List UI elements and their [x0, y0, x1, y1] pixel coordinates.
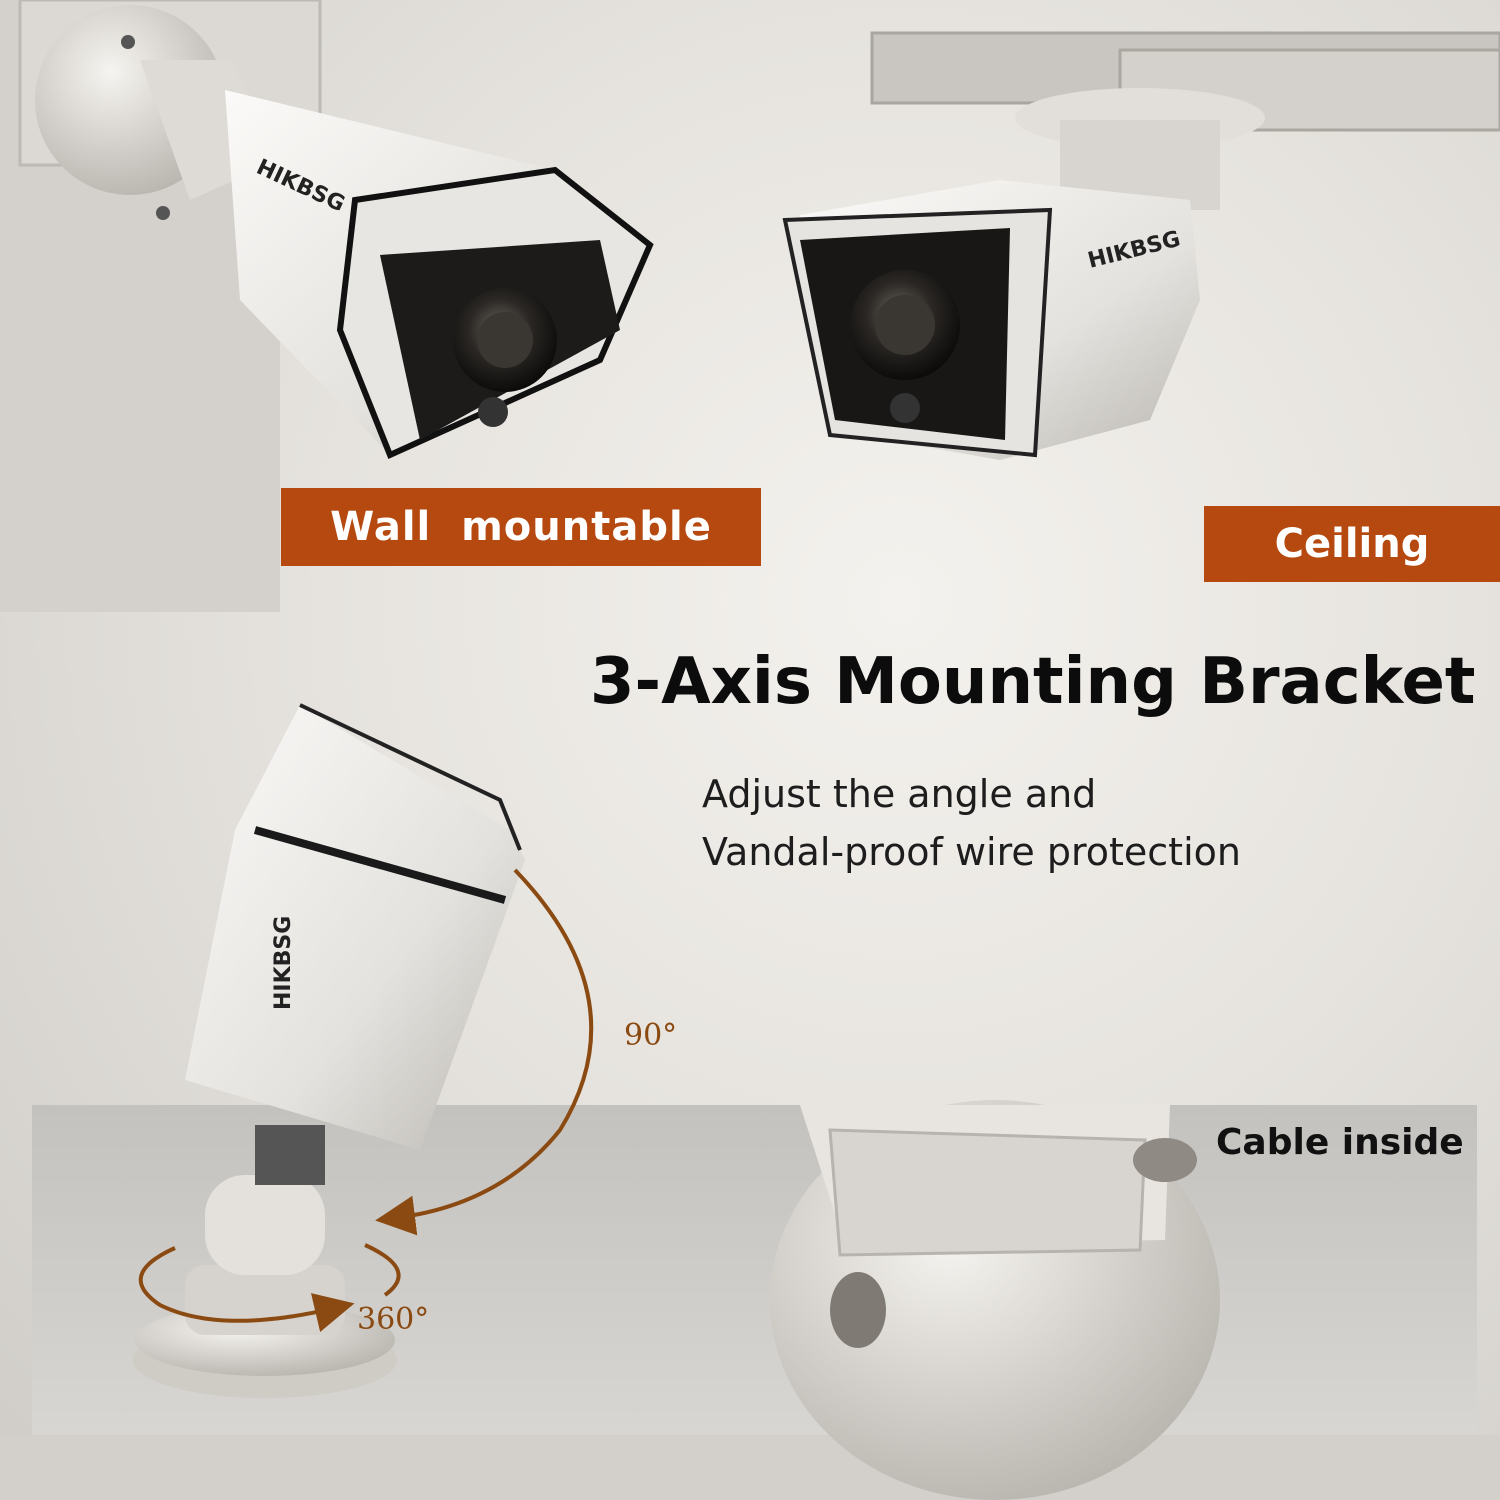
- tilt-angle-label: 90°: [624, 1018, 678, 1053]
- ceiling-camera: HIKBSG: [782, 120, 1220, 460]
- description-line-2: Vandal-proof wire protection: [702, 830, 1241, 874]
- headline: 3-Axis Mounting Bracket: [590, 645, 1476, 719]
- base-closeup: [770, 1100, 1220, 1500]
- cable-inside-label: Cable inside: [1216, 1122, 1464, 1163]
- tilt-arrow: [375, 868, 594, 1236]
- wall-mountable-label: Wall mountable: [281, 488, 761, 566]
- rotate-arrow-back: [364, 1243, 401, 1297]
- ceiling-panel: [870, 31, 1500, 148]
- description-line-1: Adjust the angle and: [702, 772, 1097, 816]
- rotate-angle-label: 360°: [357, 1302, 430, 1337]
- ceiling-label: Ceiling: [1204, 506, 1500, 582]
- tilt-camera-logo: HIKBSG: [271, 916, 296, 1010]
- rotate-arrow: [138, 1246, 355, 1333]
- tilt-camera: HIKBSG: [133, 703, 525, 1398]
- wall-camera: HIKBSG: [35, 5, 654, 460]
